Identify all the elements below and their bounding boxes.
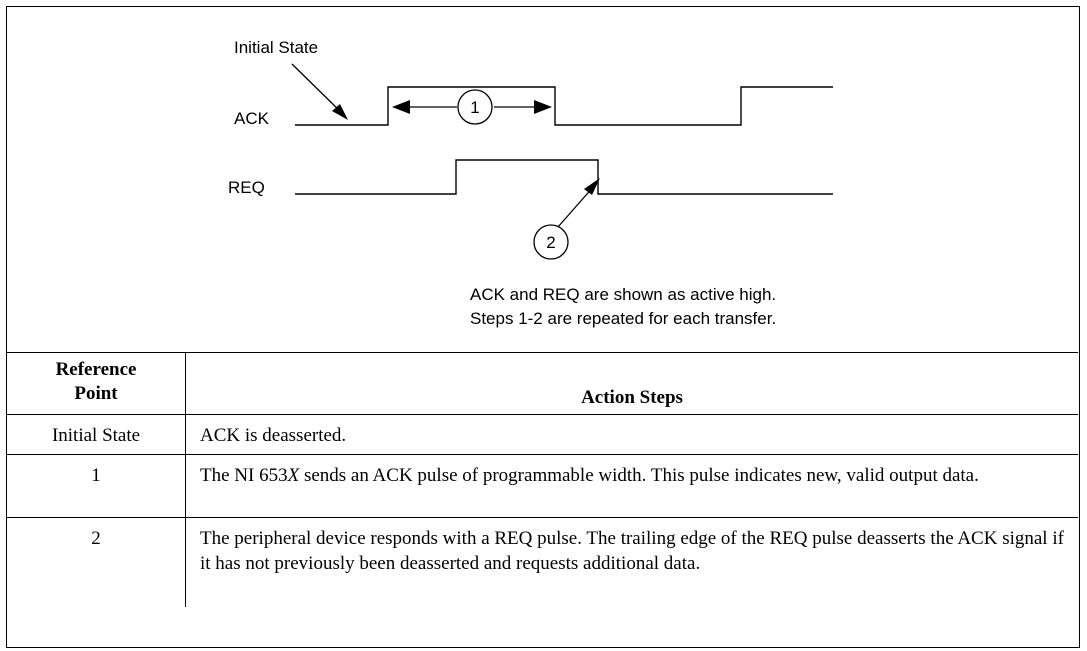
row-action-1: The NI 653X sends an ACK pulse of progra…	[185, 453, 1078, 518]
action-text: The NI 653	[200, 464, 288, 486]
marker-1-circle	[457, 89, 493, 125]
initial-state-arrowhead	[332, 104, 348, 120]
table-row: Initial State ACK is deasserted.	[7, 413, 1078, 455]
row-ref-1: 1	[7, 453, 186, 518]
timing-diagram: Initial State ACK 1 REQ 2 ACK and REQ ar…	[7, 7, 1078, 353]
marker-2-label: 2	[546, 233, 555, 252]
action-text-italic: X	[287, 464, 300, 486]
note-line-1: ACK and REQ are shown as active high.	[470, 285, 776, 304]
action-text: The peripheral device responds with a RE…	[200, 527, 1064, 574]
action-text-cont: sends an ACK pulse of programmable width…	[299, 464, 979, 486]
action-text: ACK is deasserted.	[200, 424, 347, 446]
row-ref-initial: Initial State	[7, 413, 186, 455]
table-header-row: Reference Point Action Steps	[7, 352, 1078, 415]
row-action-initial: ACK is deasserted.	[185, 413, 1078, 455]
ack-label: ACK	[234, 109, 270, 128]
req-waveform	[295, 159, 833, 195]
table-row: 1 The NI 653X sends an ACK pulse of prog…	[7, 453, 1078, 518]
trailing-edge-arrowhead	[584, 178, 600, 195]
table-row: 2 The peripheral device responds with a …	[7, 516, 1078, 607]
pulse-width-arrow-left	[392, 100, 410, 114]
pulse-width-arrow-right	[534, 100, 552, 114]
marker-2-circle	[533, 224, 569, 260]
figure-frame: Initial State ACK 1 REQ 2 ACK and REQ ar…	[6, 6, 1080, 648]
header-ref-line-1: Reference	[55, 359, 137, 380]
header-reference-point: Reference Point	[7, 352, 186, 415]
trailing-edge-pointer	[557, 185, 595, 228]
action-steps-table: Reference Point Action Steps Initial Sta…	[7, 352, 1078, 607]
row-action-2: The peripheral device responds with a RE…	[185, 516, 1078, 607]
header-ref-line-2: Point	[74, 383, 118, 404]
marker-1-label: 1	[470, 98, 479, 117]
req-label: REQ	[228, 178, 265, 197]
timing-diagram-svg: Initial State ACK 1 REQ 2 ACK and REQ ar…	[228, 38, 833, 328]
row-ref-2: 2	[7, 516, 186, 607]
note-line-2: Steps 1-2 are repeated for each transfer…	[470, 309, 776, 328]
ack-waveform	[295, 86, 833, 126]
initial-state-label: Initial State	[234, 38, 318, 57]
header-action-steps: Action Steps	[185, 352, 1078, 415]
